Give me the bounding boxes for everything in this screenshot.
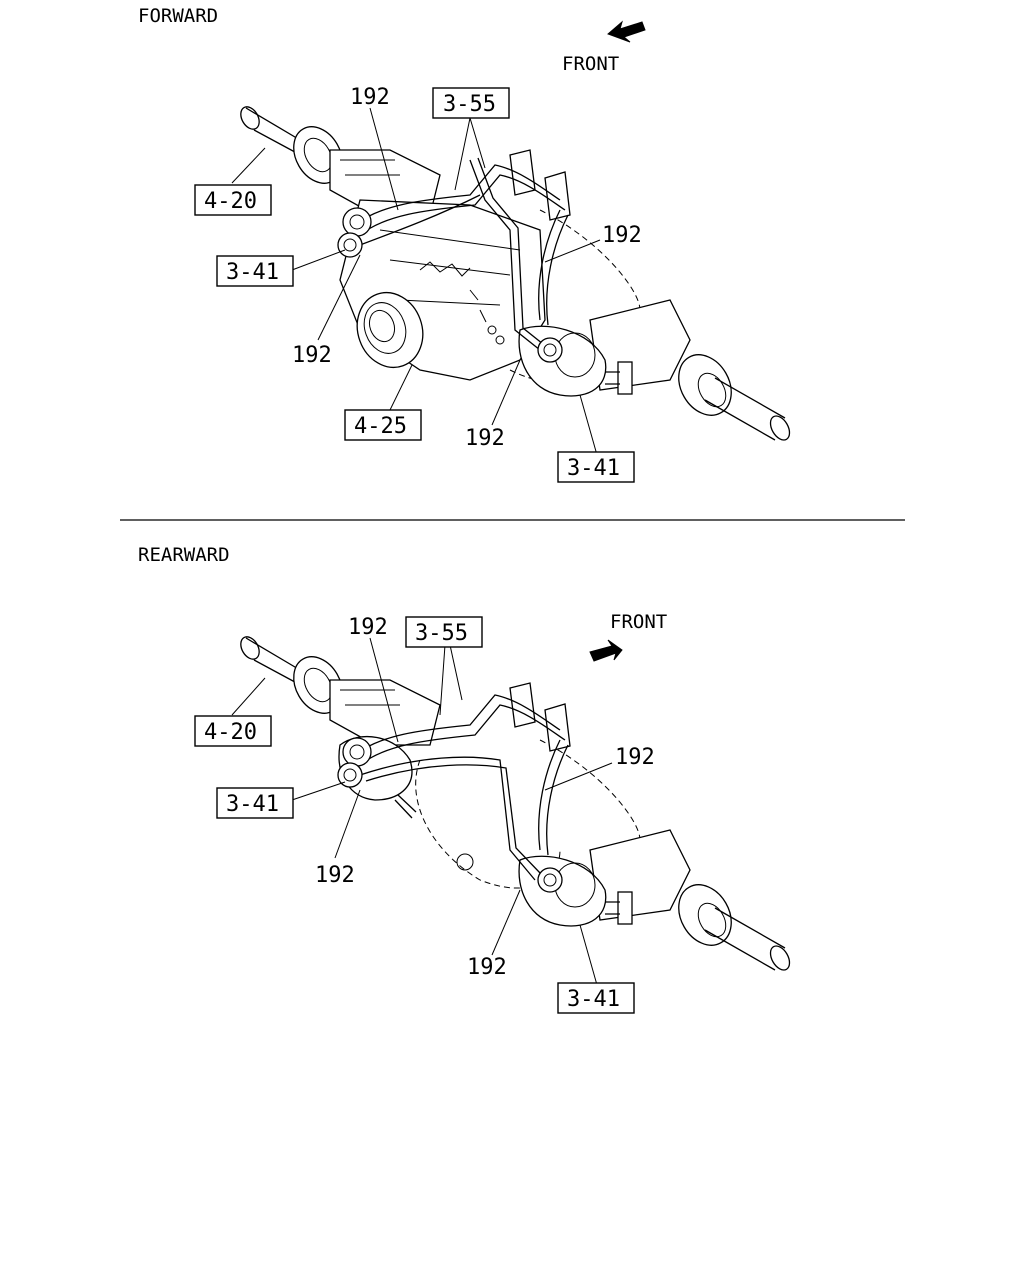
forward-callout-192-right: 192 [602,223,642,248]
forward-front-arrow-icon [607,20,646,43]
forward-callout-192-bottom: 192 [465,426,505,451]
rearward-ref-3-41-left: 3-41 [216,787,294,819]
forward-ref-3-41-right: 3-41 [557,451,635,483]
svg-text:3-41: 3-41 [226,260,279,285]
rearward-ref-3-55: 3-55 [405,616,483,648]
rearward-axle-drawing [240,636,791,971]
rearward-callout-192-bottom: 192 [467,955,507,980]
svg-text:3-41: 3-41 [567,987,620,1012]
rearward-leaders [231,637,613,986]
rearward-title: REARWARD [138,544,230,566]
forward-callout-192-top: 192 [350,85,390,110]
svg-text:3-41: 3-41 [226,792,279,817]
rearward-front-label: FRONT [610,611,667,633]
forward-ref-3-55: 3-55 [432,87,510,119]
svg-text:3-55: 3-55 [415,621,468,646]
rearward-callout-192-right: 192 [615,745,655,770]
svg-text:3-55: 3-55 [443,92,496,117]
forward-section: FORWARD FRONT [138,5,791,483]
rearward-callout-192-left: 192 [315,863,355,888]
rearward-ref-4-20: 4-20 [194,715,272,747]
rearward-ref-3-41-right: 3-41 [557,982,635,1014]
forward-ref-4-25: 4-25 [344,409,422,441]
forward-axle-drawing [240,106,791,441]
forward-leaders [231,107,601,456]
forward-ref-3-41-left: 3-41 [216,255,294,287]
forward-callout-192-left: 192 [292,343,332,368]
svg-text:4-20: 4-20 [204,720,257,745]
rearward-callout-192-top: 192 [348,615,388,640]
svg-text:3-41: 3-41 [567,456,620,481]
forward-title: FORWARD [138,5,218,27]
svg-text:4-20: 4-20 [204,189,257,214]
svg-text:4-25: 4-25 [354,414,407,439]
forward-ref-4-20: 4-20 [194,184,272,216]
rearward-section: REARWARD FRONT [138,544,791,1014]
forward-front-label: FRONT [562,53,619,75]
rearward-front-arrow-icon [589,639,623,662]
